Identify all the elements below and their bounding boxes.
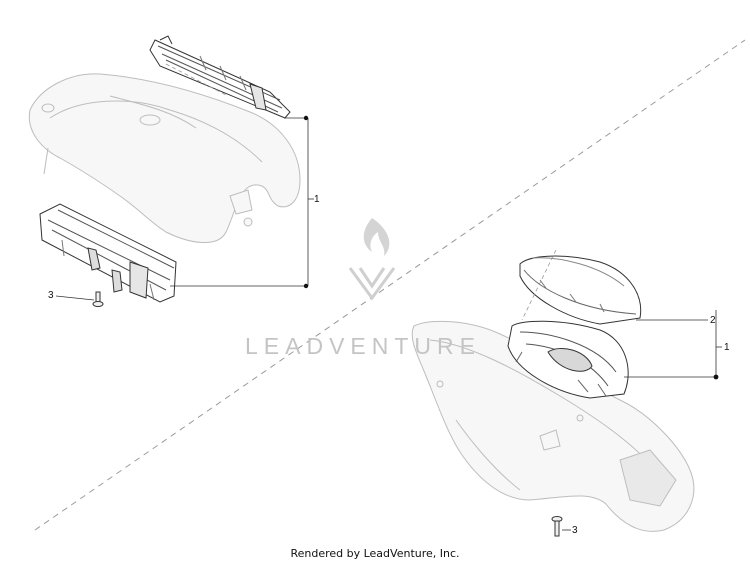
flame-v-logo-icon — [348, 218, 396, 301]
render-credit: Rendered by LeadVenture, Inc. — [290, 547, 460, 560]
handlebar-cover-right — [411, 320, 695, 532]
callout-screw-left: 3 — [48, 290, 54, 301]
assembly-bracket-left — [165, 63, 314, 287]
callout-screw-right: 3 — [572, 525, 578, 536]
callout-part-right: 2 — [710, 315, 716, 326]
callout-assembly-left: 1 — [314, 194, 320, 205]
assembly-bracket-right — [521, 249, 722, 378]
instrument-cluster-upper-left — [149, 35, 291, 119]
instrument-cluster-lower-left — [39, 203, 177, 303]
leader-screw-left — [55, 295, 95, 301]
screw-right — [551, 516, 563, 537]
handlebar-cover-left — [28, 73, 301, 244]
screw-left — [92, 291, 104, 307]
watermark-text: LEADVENTURE — [245, 333, 481, 359]
instrument-cover-right — [519, 255, 642, 325]
callout-assembly-right: 1 — [724, 342, 730, 353]
instrument-base-right — [507, 320, 629, 399]
separator-dashed-line — [34, 39, 746, 531]
